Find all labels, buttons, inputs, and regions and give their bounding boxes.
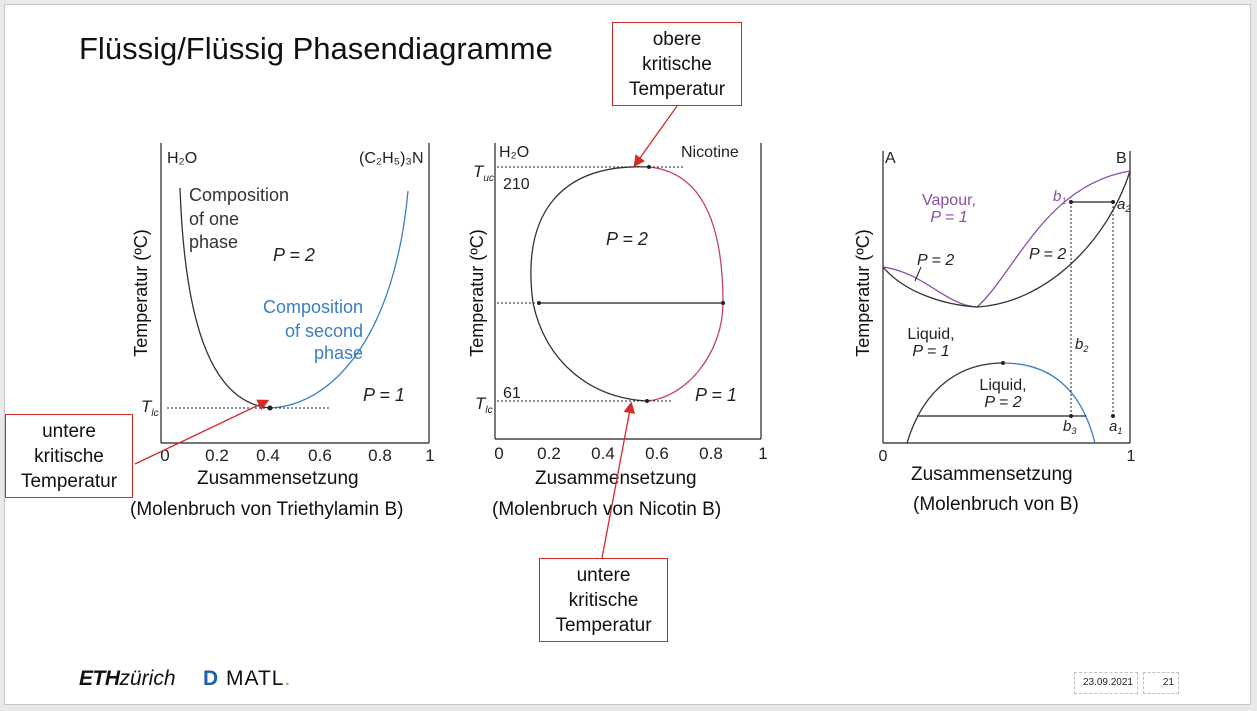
left-text-second-phase-2: of second [285, 321, 363, 341]
right-point-a2 [1111, 200, 1115, 204]
eth-logo: ETHzürich [79, 667, 176, 690]
right-vapour-text: Vapour, [922, 192, 976, 209]
callout-lower-critical-left: untere kritische Temperatur [5, 414, 133, 498]
right-liquid-top: Liquid, [907, 326, 954, 343]
middle-x-caption-2: (Molenbruch von Nicotin B) [492, 499, 722, 520]
middle-text-p2: P = 2 [606, 229, 648, 249]
left-x-caption-2: (Molenbruch von Triethylamin B) [130, 499, 404, 520]
left-x-caption: Zusammensetzung [197, 468, 359, 489]
left-y-label: Temperatur (ºC) [131, 229, 151, 357]
right-tick-0: 0 [879, 448, 888, 463]
middle-label-nicotine: Nicotine [681, 144, 739, 161]
right-p2-left: P = 2 [917, 252, 954, 269]
right-point-a1 [1111, 414, 1115, 418]
middle-temp-210: 210 [503, 176, 530, 193]
arrow-lower-critical-middle [601, 401, 636, 559]
left-text-one-phase-1: Composition [189, 185, 289, 205]
left-text-p1: P = 1 [363, 385, 405, 405]
right-tick-1: 1 [1127, 448, 1136, 463]
right-liquid-bottom: Liquid, [979, 377, 1026, 394]
right-point-b3 [1069, 414, 1073, 418]
right-lower-curve-left [906, 362, 1004, 444]
middle-tick-4: 0.8 [699, 444, 723, 463]
middle-tick-2: 0.4 [591, 444, 615, 463]
left-tick-3: 0.6 [308, 446, 332, 465]
middle-text-p1: P = 1 [695, 385, 737, 405]
dmatl-logo: D MATL. [203, 667, 292, 690]
middle-lower-critical-point [645, 399, 649, 403]
left-label-triethylamine: (C₂H₅)₃N [359, 150, 424, 167]
right-liquid-top-p: P = 1 [912, 343, 949, 360]
callout-upper-critical-text: obere kritische Temperatur [628, 29, 726, 100]
left-text-second-phase-3: phase [314, 343, 363, 363]
right-liquid-right [976, 170, 1131, 308]
callout-arrows [134, 105, 678, 559]
middle-tick-5: 1 [758, 444, 767, 463]
callout-upper-critical: obere kritische Temperatur [612, 22, 742, 106]
middle-tick-1: 0.2 [537, 444, 561, 463]
callout-lower-critical-middle: untere kritische Temperatur [539, 558, 668, 642]
right-liquid-left [882, 266, 978, 308]
middle-label-water: H₂O [499, 144, 529, 161]
middle-temp-61: 61 [503, 385, 521, 402]
right-label-b2: b2 [1075, 336, 1088, 354]
right-critical-point [1001, 361, 1005, 365]
left-tick-4: 0.8 [368, 446, 392, 465]
right-label-a: A [885, 150, 896, 167]
right-label-b3: b3 [1063, 418, 1076, 436]
right-y-label: Temperatur (ºC) [853, 229, 873, 357]
left-text-p2: P = 2 [273, 245, 315, 265]
middle-x-ticks: 0 0.2 0.4 0.6 0.8 1 [494, 444, 767, 463]
arrow-upper-critical [633, 105, 678, 168]
middle-tick-3: 0.6 [645, 444, 669, 463]
left-label-water: H₂O [167, 150, 197, 167]
diagram-middle: H₂O Nicotine Temperatur (ºC) Tuc Tlc 210… [467, 143, 768, 463]
right-p2-left-pointer [914, 266, 922, 282]
left-tick-5: 1 [425, 446, 434, 465]
right-vapour-left [882, 266, 978, 308]
middle-tuc-marker: Tuc [473, 162, 494, 184]
left-curve-second-phase [269, 190, 409, 409]
diagram-right: A B Temperatur (ºC) Vapour, P = 1 P = 2 … [853, 150, 1136, 463]
left-text-one-phase-2: of one [189, 209, 239, 229]
diagram-left: H₂O (C₂H₅)₃N Temperatur (ºC) Tlc Composi… [131, 143, 435, 465]
middle-curve-left [530, 166, 650, 402]
left-tick-0: 0 [160, 446, 169, 465]
right-label-b1: b1 [1053, 188, 1066, 206]
left-text-second-phase-1: Composition [263, 297, 363, 317]
arrow-lower-critical-left [134, 399, 270, 465]
right-point-b1 [1069, 200, 1073, 204]
right-vapour-right [976, 170, 1131, 308]
left-tick-1: 0.2 [205, 446, 229, 465]
middle-tick-0: 0 [494, 444, 503, 463]
slide-date: 23.09.2021 [1074, 672, 1138, 694]
right-label-a2: a2 [1117, 196, 1130, 214]
right-lower-curve-right [1002, 362, 1096, 444]
left-x-ticks: 0 0.2 0.4 0.6 0.8 1 [160, 446, 434, 465]
middle-tie-point-left [537, 301, 541, 305]
right-label-a1: a1 [1109, 418, 1122, 436]
left-curve-one-phase [179, 187, 271, 409]
callout-lower-critical-middle-text: untere kritische Temperatur [555, 565, 652, 636]
right-p2-right: P = 2 [1029, 246, 1066, 263]
middle-tlc-marker: Tlc [475, 394, 493, 416]
right-x-caption-2: (Molenbruch von B) [913, 494, 1079, 515]
middle-tie-point-right [721, 301, 725, 305]
left-tlc-marker: Tlc [141, 397, 159, 419]
callout-lower-critical-left-text: untere kritische Temperatur [20, 421, 118, 492]
slide-page-number: 21 [1143, 672, 1179, 694]
right-vapour-p: P = 1 [930, 209, 967, 226]
middle-y-label: Temperatur (ºC) [467, 229, 487, 357]
middle-upper-critical-point [647, 165, 651, 169]
left-text-one-phase-3: phase [189, 232, 238, 252]
slide-title: Flüssig/Flüssig Phasendiagramme [79, 31, 553, 66]
right-liquid-bottom-p: P = 2 [984, 394, 1021, 411]
slide: Flüssig/Flüssig Phasendiagramme H₂O (C₂H… [4, 4, 1251, 705]
left-tick-2: 0.4 [256, 446, 280, 465]
right-label-b: B [1116, 150, 1127, 167]
right-x-caption: Zusammensetzung [911, 464, 1073, 485]
middle-x-caption: Zusammensetzung [535, 468, 697, 489]
